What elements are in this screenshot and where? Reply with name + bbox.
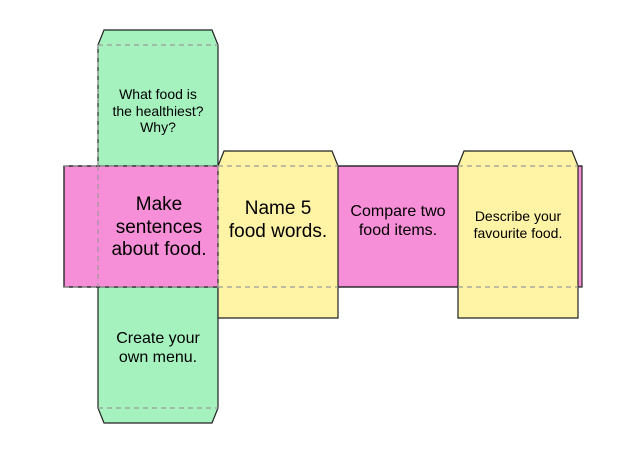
face-text-healthiest: What food is the healthiest? Why? [112,85,204,136]
face-text-name-words: Name 5 food words. [228,198,328,242]
fold-lines [64,44,578,409]
face-text-make-sentences: Make sentences about food. [111,193,207,261]
face-text-compare: Compare two food items. [350,202,446,239]
face-text-describe: Describe your favourite food. [473,208,563,241]
face-text-create-menu: Create your own menu. [116,329,200,366]
